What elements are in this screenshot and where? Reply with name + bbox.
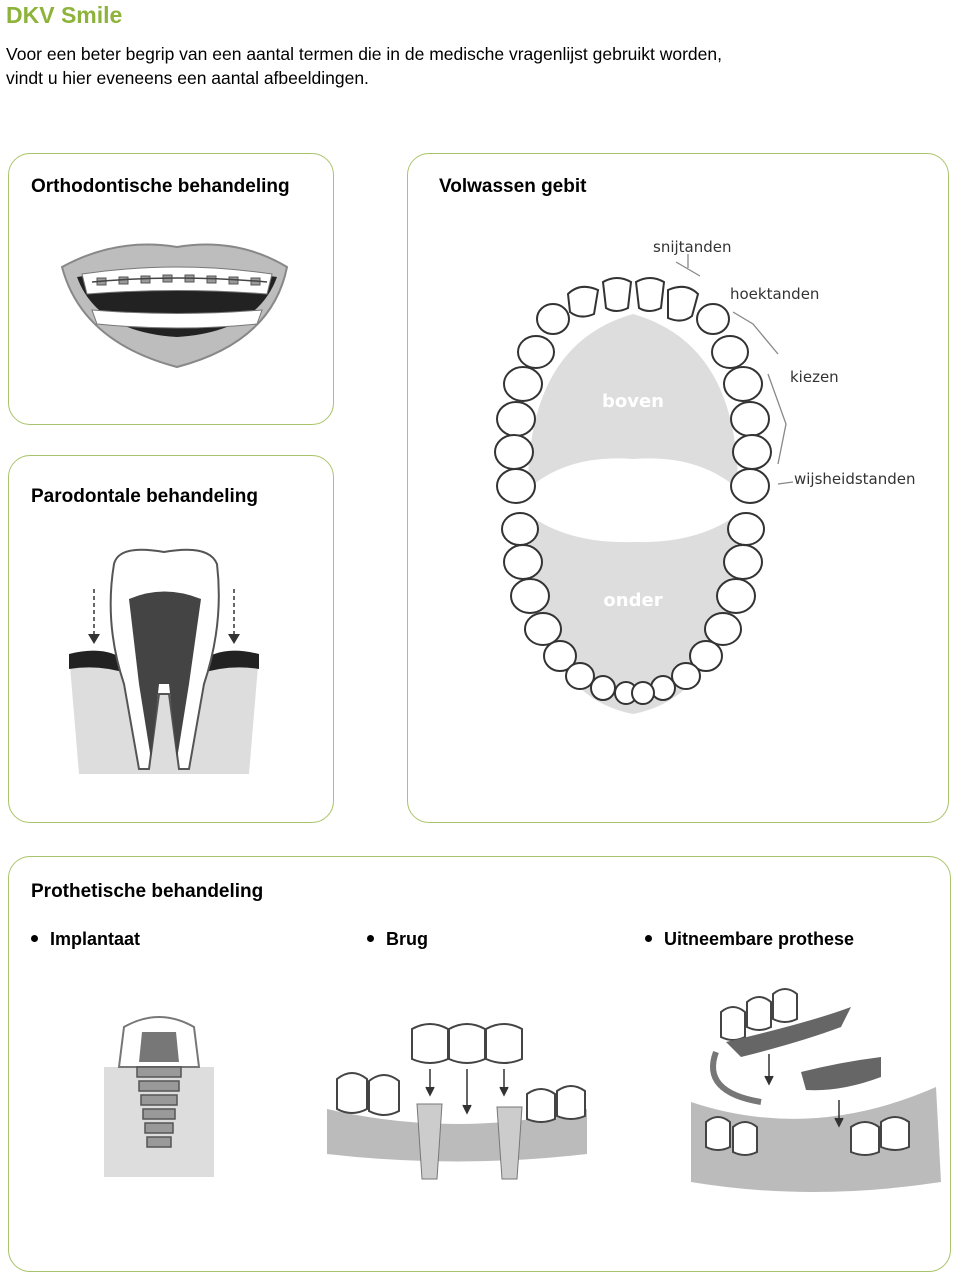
intro-line-2: vindt u hier eveneens een aantal afbeeld… bbox=[6, 68, 369, 88]
label-wisdom: wijsheidstanden bbox=[794, 470, 916, 488]
brand-title: DKV Smile bbox=[6, 2, 123, 28]
intro-line-1: Voor een beter begrip van een aantal ter… bbox=[6, 44, 722, 64]
bullet-label-denture: Uitneembare prothese bbox=[664, 929, 855, 949]
label-upper: boven bbox=[602, 391, 664, 412]
adult-teeth-box: Volwassen gebit bbox=[407, 153, 949, 823]
label-molars: kiezen bbox=[790, 368, 839, 386]
bullet-dot-icon bbox=[31, 934, 38, 942]
bullet-implant: Implantaat bbox=[31, 929, 140, 950]
orthodontic-box: Orthodontische behandeling bbox=[8, 153, 334, 425]
label-lower: onder bbox=[603, 590, 662, 611]
bullet-label-bridge: Brug bbox=[386, 929, 428, 949]
label-canines: hoektanden bbox=[730, 285, 819, 303]
prosthetic-box: Prothetische behandeling Implantaat Brug… bbox=[8, 856, 951, 1272]
bullet-dot-icon bbox=[367, 934, 374, 942]
tooth-root-illustration bbox=[69, 548, 259, 774]
adult-teeth-title: Volwassen gebit bbox=[439, 176, 587, 197]
bullet-denture: Uitneembare prothese bbox=[645, 929, 854, 950]
bullet-label-implant: Implantaat bbox=[50, 929, 141, 949]
braces-illustration bbox=[60, 243, 289, 369]
orthodontic-title: Orthodontische behandeling bbox=[31, 176, 290, 197]
prosthetic-title: Prothetische behandeling bbox=[31, 881, 264, 902]
bullet-bridge: Brug bbox=[367, 929, 428, 950]
bullet-dot-icon bbox=[645, 934, 652, 942]
intro-text: Voor een beter begrip van een aantal ter… bbox=[6, 42, 906, 90]
label-incisors: snijtanden bbox=[653, 238, 732, 256]
teeth-chart: snijtanden hoektanden kiezen wijsheidsta… bbox=[494, 238, 916, 714]
periodontal-box: Parodontale behandeling bbox=[8, 455, 334, 823]
periodontal-title: Parodontale behandeling bbox=[31, 486, 258, 507]
bridge-illustration bbox=[327, 1023, 587, 1180]
denture-illustration bbox=[691, 988, 941, 1192]
implant-illustration bbox=[104, 1016, 214, 1177]
